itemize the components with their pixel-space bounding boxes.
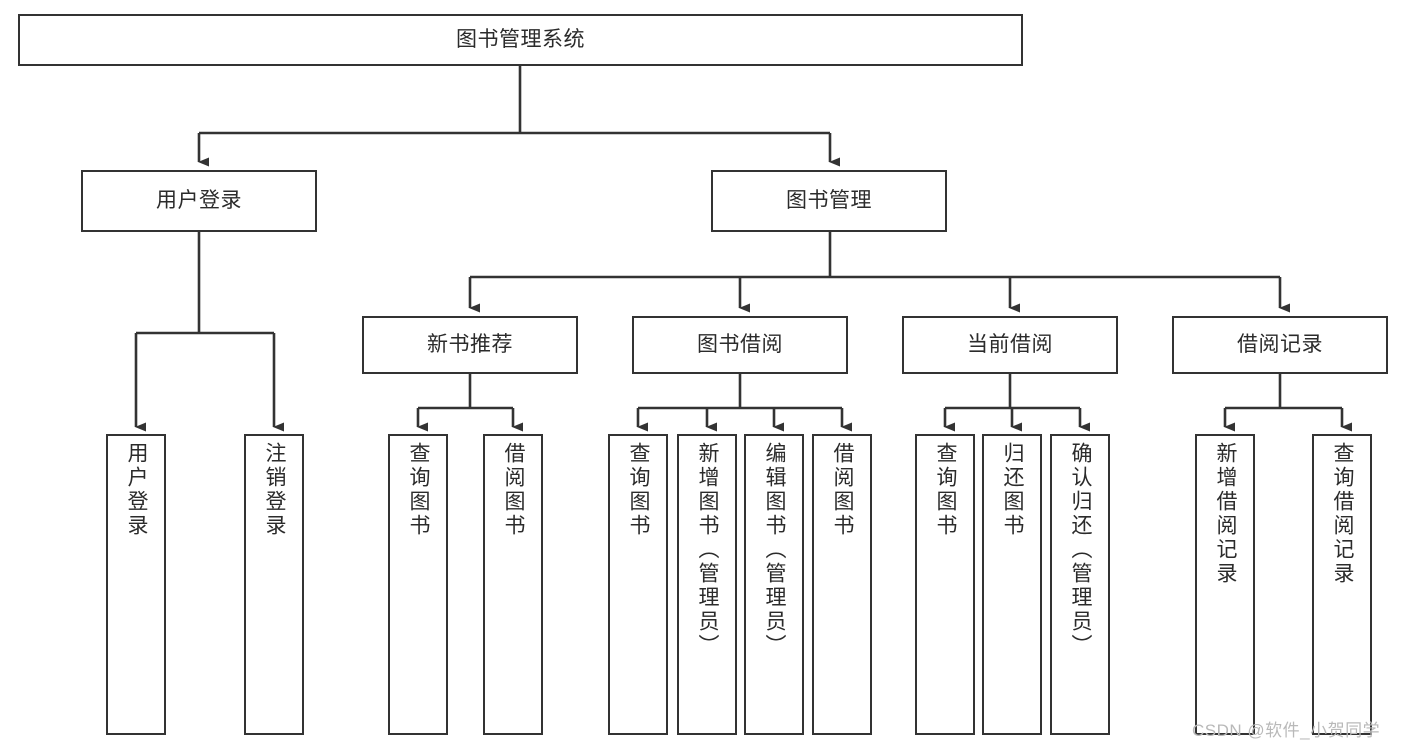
node-leaf-query-borrow-record[interactable]: 查询借阅记录 [1312, 434, 1372, 735]
node-current-borrow[interactable]: 当前借阅 [902, 316, 1118, 374]
node-leaf-query-borrow-record-label: 查询借阅记录 [1331, 442, 1355, 586]
node-leaf-confirm-return-admin-label: 确认归还（管理员） [1069, 442, 1093, 658]
node-leaf-borrow-book-recommend[interactable]: 借阅图书 [483, 434, 543, 735]
node-leaf-query-book-borrow[interactable]: 查询图书 [608, 434, 668, 735]
node-leaf-add-book-admin[interactable]: 新增图书（管理员） [677, 434, 737, 735]
node-leaf-logout-label: 注销登录 [263, 442, 287, 538]
node-new-book-recommend-label: 新书推荐 [427, 332, 513, 356]
node-book-borrow-label: 图书借阅 [697, 332, 783, 356]
node-leaf-edit-book-admin[interactable]: 编辑图书（管理员） [744, 434, 804, 735]
node-leaf-confirm-return-admin[interactable]: 确认归还（管理员） [1050, 434, 1110, 735]
node-leaf-borrow-book-label: 借阅图书 [831, 442, 855, 538]
node-leaf-query-book-recommend-label: 查询图书 [407, 442, 431, 538]
node-leaf-user-login-label: 用户登录 [125, 442, 149, 538]
node-leaf-borrow-book[interactable]: 借阅图书 [812, 434, 872, 735]
node-user-login-label: 用户登录 [156, 188, 242, 212]
csdn-watermark: CSDN @软件_小贺同学 [1192, 721, 1381, 740]
node-leaf-add-borrow-record-label: 新增借阅记录 [1214, 442, 1238, 586]
node-leaf-logout[interactable]: 注销登录 [244, 434, 304, 735]
node-root-label: 图书管理系统 [456, 27, 585, 51]
node-leaf-add-borrow-record[interactable]: 新增借阅记录 [1195, 434, 1255, 735]
node-leaf-borrow-book-recommend-label: 借阅图书 [502, 442, 526, 538]
node-leaf-query-book-current-label: 查询图书 [934, 442, 958, 538]
node-new-book-recommend[interactable]: 新书推荐 [362, 316, 578, 374]
node-book-management[interactable]: 图书管理 [711, 170, 947, 232]
node-root[interactable]: 图书管理系统 [18, 14, 1023, 66]
node-leaf-edit-book-admin-label: 编辑图书（管理员） [763, 442, 787, 658]
node-book-management-label: 图书管理 [786, 188, 872, 212]
node-borrow-records-label: 借阅记录 [1237, 332, 1323, 356]
node-leaf-add-book-admin-label: 新增图书（管理员） [696, 442, 720, 658]
node-leaf-user-login[interactable]: 用户登录 [106, 434, 166, 735]
node-leaf-query-book-current[interactable]: 查询图书 [915, 434, 975, 735]
node-leaf-return-book[interactable]: 归还图书 [982, 434, 1042, 735]
node-borrow-records[interactable]: 借阅记录 [1172, 316, 1388, 374]
node-leaf-return-book-label: 归还图书 [1001, 442, 1025, 538]
node-leaf-query-book-borrow-label: 查询图书 [627, 442, 651, 538]
node-current-borrow-label: 当前借阅 [967, 332, 1053, 356]
node-user-login[interactable]: 用户登录 [81, 170, 317, 232]
node-leaf-query-book-recommend[interactable]: 查询图书 [388, 434, 448, 735]
node-book-borrow[interactable]: 图书借阅 [632, 316, 848, 374]
